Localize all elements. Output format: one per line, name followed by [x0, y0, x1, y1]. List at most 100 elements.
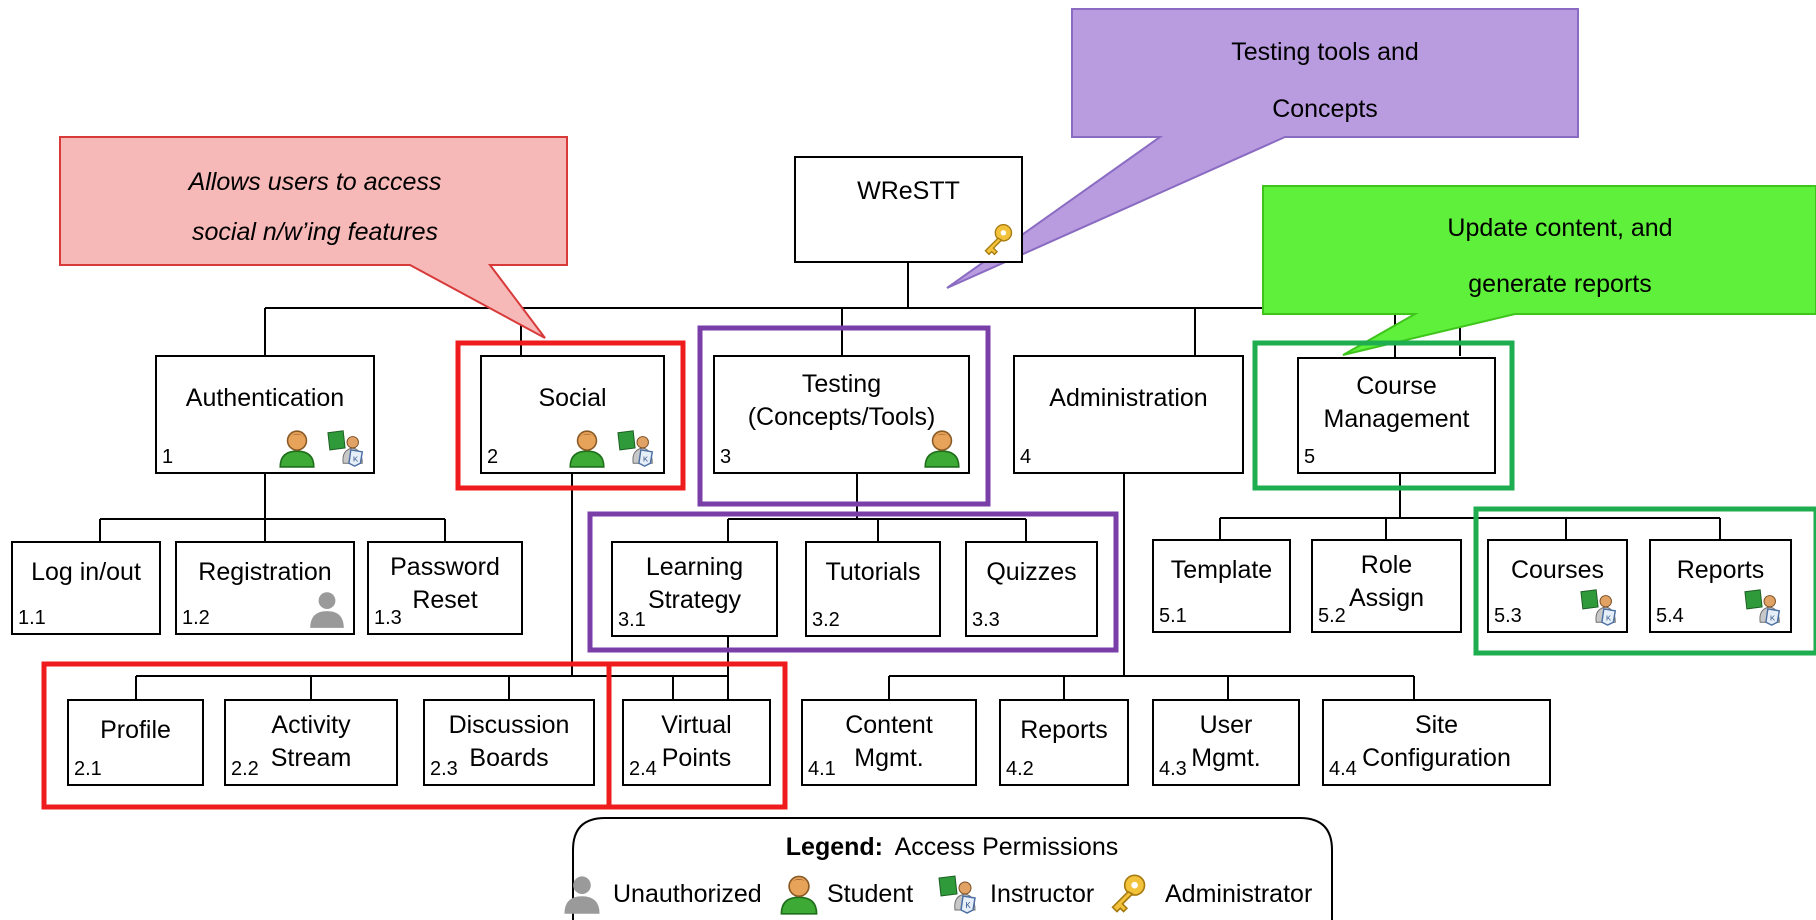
subsection-node-5-2-label-1: Role	[1361, 551, 1412, 579]
legend-label-instructor: Instructor	[990, 880, 1094, 908]
subsection-node-4-2-box	[999, 699, 1129, 786]
subsection-node-2-4-box	[622, 699, 771, 786]
legend: Legend: Access Permissions Unauthorized S…	[564, 817, 1333, 920]
subsection-node-3-3-number: 3.3	[972, 609, 1000, 631]
admin-callout-line-1: Update content, and	[1447, 214, 1672, 242]
subsection-node-5-2-label-2: Assign	[1349, 584, 1424, 612]
subsection-node-2-1-box	[67, 699, 204, 786]
root-node-wrestt: WReSTT	[794, 156, 1023, 263]
section-node-4-box	[1013, 355, 1244, 474]
subsection-node-3-3-label-1: Quizzes	[986, 558, 1076, 586]
section-node-4-number: 4	[1020, 446, 1031, 468]
highlight-testing	[697, 325, 991, 507]
subsection-node-5-3: Courses 5.3	[1487, 539, 1628, 633]
highlight-frames	[41, 325, 1816, 810]
subsection-node-4-4-box	[1322, 699, 1551, 786]
subsection-node-2-4-label-2: Points	[662, 744, 731, 772]
section-node-4: Administration 4	[1013, 355, 1244, 474]
highlight-course-children	[1473, 506, 1816, 656]
subsection-node-3-1-number: 3.1	[618, 609, 646, 631]
subsection-node-1-1-number: 1.1	[18, 607, 46, 629]
subsection-node-5-3-number: 5.3	[1494, 605, 1522, 627]
subsection-node-4-1-label-2: Mgmt.	[854, 744, 923, 772]
subsection-node-5-2-box	[1311, 539, 1462, 633]
subsection-node-2-1: Profile 2.1	[67, 699, 204, 786]
subsection-node-1-3-label-1: Password	[390, 553, 500, 581]
testing-callout-line-2: Concepts	[1272, 95, 1378, 123]
svg-text:Legend: Access Permissio: Legend: Access Permissions	[786, 833, 1118, 861]
section-node-3-label-1: Testing	[802, 370, 881, 398]
subsection-node-1-2-label-1: Registration	[198, 558, 331, 586]
legend-label-student: Student	[827, 880, 913, 908]
subsection-node-2-1-label-1: Profile	[100, 716, 171, 744]
admin-callout: Update content, and generate reports	[1262, 185, 1816, 356]
section-node-2-box	[480, 355, 665, 474]
subsection-node-4-1-box	[801, 699, 977, 786]
subsection-node-5-4: Reports 5.4	[1649, 539, 1792, 633]
subsection-node-1-1: Log in/out 1.1	[11, 541, 161, 635]
subsection-node-3-2-label-1: Tutorials	[826, 558, 921, 586]
subsection-node-5-3-label-1: Courses	[1511, 556, 1604, 584]
section-node-1-number: 1	[162, 446, 173, 468]
subsection-node-1-3-box	[367, 541, 523, 635]
subsection-node-2-3-box	[423, 699, 595, 786]
subsection-node-2-2-label-2: Stream	[271, 744, 352, 772]
legend-title: Legend:	[786, 833, 883, 861]
subsection-node-4-1-number: 4.1	[808, 758, 836, 780]
section-node-2-number: 2	[487, 446, 498, 468]
subsection-node-4-2-label-1: Reports	[1020, 716, 1108, 744]
social-callout-line-2: social n/w’ing features	[192, 218, 438, 246]
subsection-node-4-4-label-1: Site	[1415, 711, 1458, 739]
section-node-1-box	[155, 355, 375, 474]
tree-connectors	[99, 262, 1721, 700]
testing-callout-line-1: Testing tools and	[1231, 38, 1419, 66]
social-callout-line-1: Allows users to access	[187, 168, 442, 196]
legend-label-unauthorized: Unauthorized	[613, 880, 762, 908]
subsection-node-3-1-label-1: Learning	[646, 553, 743, 581]
subsection-node-4-3-label-2: Mgmt.	[1191, 744, 1260, 772]
subsection-node-2-3-label-2: Boards	[469, 744, 548, 772]
section-node-5-number: 5	[1304, 446, 1315, 468]
section-node-2-label-1: Social	[538, 384, 606, 412]
section-node-5-label-2: Management	[1324, 405, 1470, 433]
subsection-node-5-4-label-1: Reports	[1677, 556, 1765, 584]
section-node-5-box	[1297, 357, 1496, 474]
highlight-testing-children	[587, 511, 1119, 653]
section-node-1-label-1: Authentication	[186, 384, 344, 412]
section-node-4-label-1: Administration	[1049, 384, 1207, 412]
subsection-node-1-1-label-1: Log in/out	[31, 558, 141, 586]
admin-callout-line-2: generate reports	[1468, 270, 1651, 298]
subsection-node-3-2-number: 3.2	[812, 609, 840, 631]
section-node-2: Social 2	[480, 355, 665, 474]
legend-subtitle: Access Permissions	[895, 833, 1119, 861]
subsection-node-2-2-label-1: Activity	[271, 711, 351, 739]
subsection-node-2-4-label-1: Virtual	[661, 711, 731, 739]
subsection-node-1-3-label-2: Reset	[412, 586, 477, 614]
subsection-node-3-2-box	[805, 541, 941, 637]
testing-callout: Testing tools and Concepts	[946, 8, 1579, 289]
section-node-3-label-2: (Concepts/Tools)	[748, 403, 936, 431]
subsection-node-4-4-label-2: Configuration	[1362, 744, 1511, 772]
section-node-3: Testing(Concepts/Tools)3	[713, 355, 970, 474]
subsection-node-4-3-box	[1152, 699, 1300, 786]
subsection-node-3-1-box	[611, 541, 778, 637]
subsection-node-4-1-label-1: Content	[845, 711, 933, 739]
subsection-node-4-4-number: 4.4	[1329, 758, 1357, 780]
subsection-node-2-4-number: 2.4	[629, 758, 657, 780]
subsection-node-5-4-number: 5.4	[1656, 605, 1684, 627]
subsection-node-2-1-number: 2.1	[74, 758, 102, 780]
section-node-1: Authentication 1	[155, 355, 375, 474]
subsection-node-4-3-label-1: User	[1200, 711, 1253, 739]
subsection-node-5-1-box	[1152, 539, 1291, 633]
section-node-3-box	[713, 355, 970, 474]
